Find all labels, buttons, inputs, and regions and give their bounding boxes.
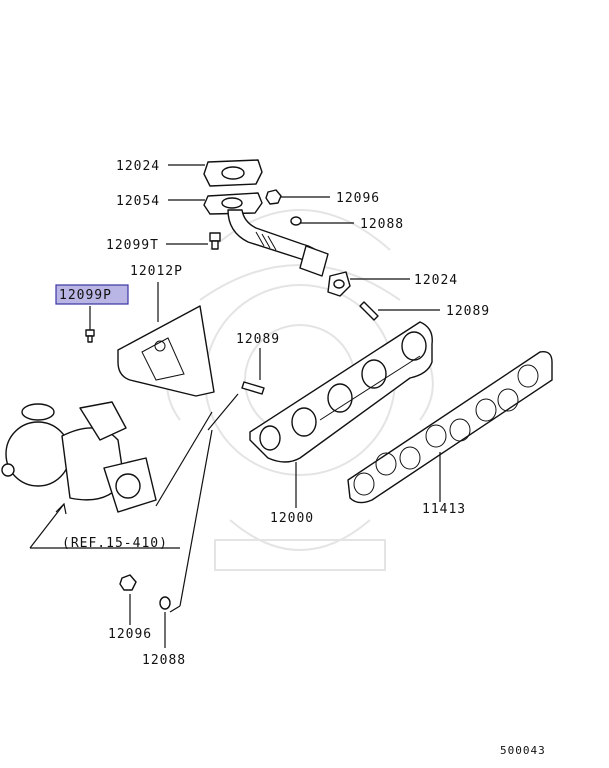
manifold-gasket-11413[interactable]: [347, 351, 553, 504]
label-12024-mid[interactable]: 12024: [414, 273, 458, 288]
label-12099P[interactable]: 12099P: [59, 288, 112, 303]
label-11413[interactable]: 11413: [422, 502, 466, 517]
stud-12089-right[interactable]: [359, 301, 379, 321]
label-12000[interactable]: 12000: [270, 511, 314, 526]
exhaust-manifold-12000[interactable]: [249, 321, 433, 463]
label-12012P[interactable]: 12012P: [130, 264, 183, 279]
washer-12088-bottom[interactable]: [159, 596, 171, 610]
watermark-emblem: [166, 209, 434, 571]
label-12099T[interactable]: 12099T: [106, 238, 159, 253]
nut-12096-top[interactable]: [265, 189, 282, 205]
pipe-flange-12054[interactable]: [203, 192, 263, 215]
label-12054[interactable]: 12054: [116, 194, 160, 209]
gasket-12024-top[interactable]: [203, 159, 263, 187]
label-12096-top[interactable]: 12096: [336, 191, 380, 206]
label-12024-top[interactable]: 12024: [116, 159, 160, 174]
label-12096-bottom[interactable]: 12096: [108, 627, 152, 642]
gasket-12024-mid[interactable]: [327, 271, 351, 297]
reference-label[interactable]: (REF.15-410): [62, 536, 168, 551]
turbocharger[interactable]: [1, 401, 157, 513]
label-12089-left[interactable]: 12089: [236, 332, 280, 347]
label-12088-bottom[interactable]: 12088: [142, 653, 186, 668]
part-highlight-12099P: [55, 284, 129, 305]
stud-12089-left[interactable]: [241, 381, 265, 395]
heat-shield-12012P[interactable]: [117, 305, 215, 397]
leader-lines: [29, 164, 441, 648]
bolt-12099P[interactable]: [85, 329, 95, 343]
nut-12096-bottom[interactable]: [119, 574, 137, 591]
washer-12088-top[interactable]: [290, 216, 302, 226]
label-12088-top[interactable]: 12088: [360, 217, 404, 232]
turbo-oil-pipe[interactable]: [227, 209, 329, 277]
diagram-code: 500043: [500, 744, 546, 757]
bolt-12099T[interactable]: [209, 232, 221, 250]
label-12089-right[interactable]: 12089: [446, 304, 490, 319]
